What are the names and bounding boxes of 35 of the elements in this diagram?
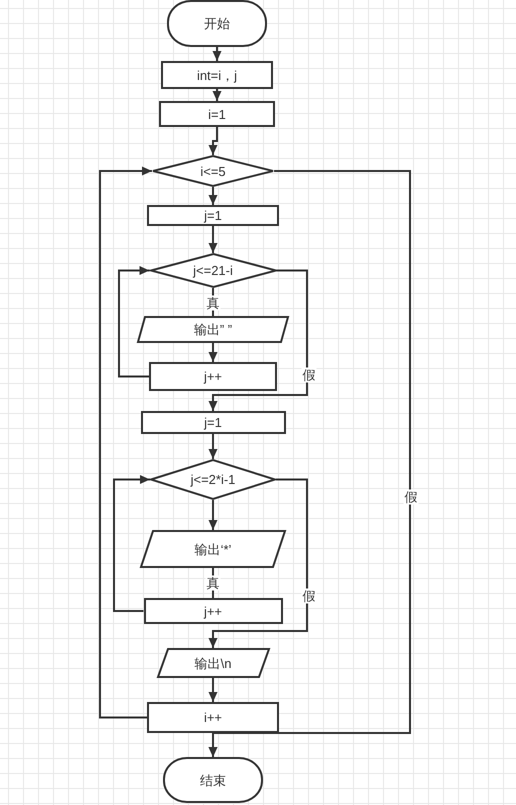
arrow bbox=[208, 678, 218, 702]
process-box: i++ bbox=[147, 702, 279, 733]
edge-label: 真 bbox=[206, 576, 220, 590]
decision-diamond: i<=5 bbox=[152, 155, 274, 187]
process-box: i=1 bbox=[159, 101, 275, 127]
process-box: j=1 bbox=[147, 205, 279, 226]
terminal-box: 结束 bbox=[163, 757, 263, 803]
arrow bbox=[208, 127, 218, 155]
edge-label: 假 bbox=[302, 588, 316, 604]
io-parallelogram: 输出” ” bbox=[137, 316, 289, 343]
io-parallelogram: 输出\n bbox=[156, 648, 270, 678]
arrow bbox=[208, 733, 218, 757]
decision-diamond: j<=2*i-1 bbox=[150, 459, 276, 500]
process-box: j=1 bbox=[140, 411, 286, 434]
edge-label: 真 bbox=[206, 296, 220, 310]
arrow bbox=[208, 500, 218, 530]
io-parallelogram: 输出‘*’ bbox=[140, 530, 286, 568]
arrow bbox=[113, 475, 150, 612]
arrow bbox=[99, 166, 152, 718]
edge-label: 假 bbox=[302, 368, 316, 382]
arrow bbox=[208, 270, 308, 411]
arrow bbox=[208, 434, 218, 459]
arrow bbox=[212, 89, 222, 101]
process-box: int=i，j bbox=[161, 61, 273, 89]
decision-diamond: j<=21-i bbox=[150, 253, 276, 288]
arrow bbox=[208, 478, 308, 648]
arrow bbox=[212, 47, 222, 61]
edge-label: 假 bbox=[404, 490, 418, 504]
arrow bbox=[208, 343, 218, 362]
arrow bbox=[208, 187, 218, 205]
terminal-box: 开始 bbox=[167, 0, 267, 47]
arrow bbox=[118, 266, 150, 378]
arrow bbox=[208, 226, 218, 253]
process-box: j++ bbox=[149, 362, 277, 391]
process-box: j++ bbox=[144, 598, 282, 624]
